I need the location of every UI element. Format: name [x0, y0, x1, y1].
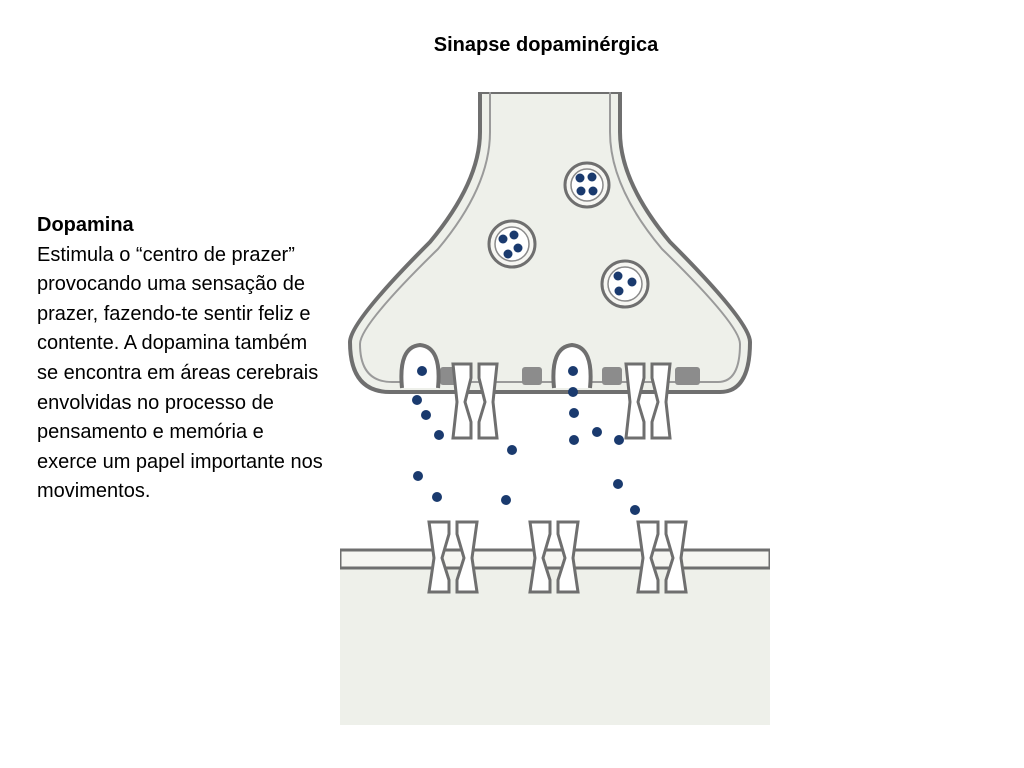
- dopamine-dot: [509, 230, 519, 240]
- dopamine-receptor: [427, 520, 479, 594]
- description-block: Dopamina Estimula o “centro de prazer” p…: [37, 211, 327, 507]
- slide-title: Sinapse dopaminérgica: [433, 34, 659, 56]
- postsynaptic-cell: [340, 552, 770, 725]
- synaptic-vesicle-top: [563, 161, 611, 209]
- transporter: [522, 367, 542, 385]
- dopamine-dot: [614, 286, 624, 296]
- dopamine-dot: [498, 234, 508, 244]
- dopamine-dot: [588, 186, 598, 196]
- dopamine-dot: [613, 271, 623, 281]
- dopamine-dot: [434, 430, 444, 440]
- dopamine-dot: [503, 249, 513, 259]
- dopamine-dot: [569, 435, 579, 445]
- dopamine-dot: [432, 492, 442, 502]
- synaptic-vesicle-right: [600, 259, 650, 309]
- dopamine-dot: [417, 366, 427, 376]
- presynaptic-channel: [624, 362, 672, 440]
- dopamine-dot: [507, 445, 517, 455]
- dopamine-receptor: [636, 520, 688, 594]
- dopamine-receptor: [528, 520, 580, 594]
- dopamine-dot: [412, 395, 422, 405]
- dopamine-dot: [501, 495, 511, 505]
- dopamine-dot: [569, 408, 579, 418]
- dopamine-dot: [575, 173, 585, 183]
- description-body: Estimula o “centro de prazer” provocando…: [37, 243, 323, 503]
- synapse-diagram: [340, 92, 770, 725]
- presynaptic-channel: [451, 362, 499, 440]
- dopamine-dot: [630, 505, 640, 515]
- dopamine-dot: [421, 410, 431, 420]
- dopamine-dot: [614, 435, 624, 445]
- dopamine-dot: [568, 366, 578, 376]
- transporter: [602, 367, 622, 385]
- synaptic-vesicle-left: [487, 219, 537, 269]
- dopamine-dot: [413, 471, 423, 481]
- dopamine-dot: [513, 243, 523, 253]
- dopamine-dot: [592, 427, 602, 437]
- dopamine-dot: [568, 387, 578, 397]
- dopamine-dot: [613, 479, 623, 489]
- dopamine-dot: [627, 277, 637, 287]
- description-heading: Dopamina: [37, 214, 134, 236]
- released-dopamine: [412, 366, 640, 515]
- dopamine-dot: [576, 186, 586, 196]
- dopamine-dot: [587, 172, 597, 182]
- presynaptic-terminal: [348, 92, 752, 394]
- postsynaptic-membrane: [340, 548, 770, 570]
- transporter: [675, 367, 700, 385]
